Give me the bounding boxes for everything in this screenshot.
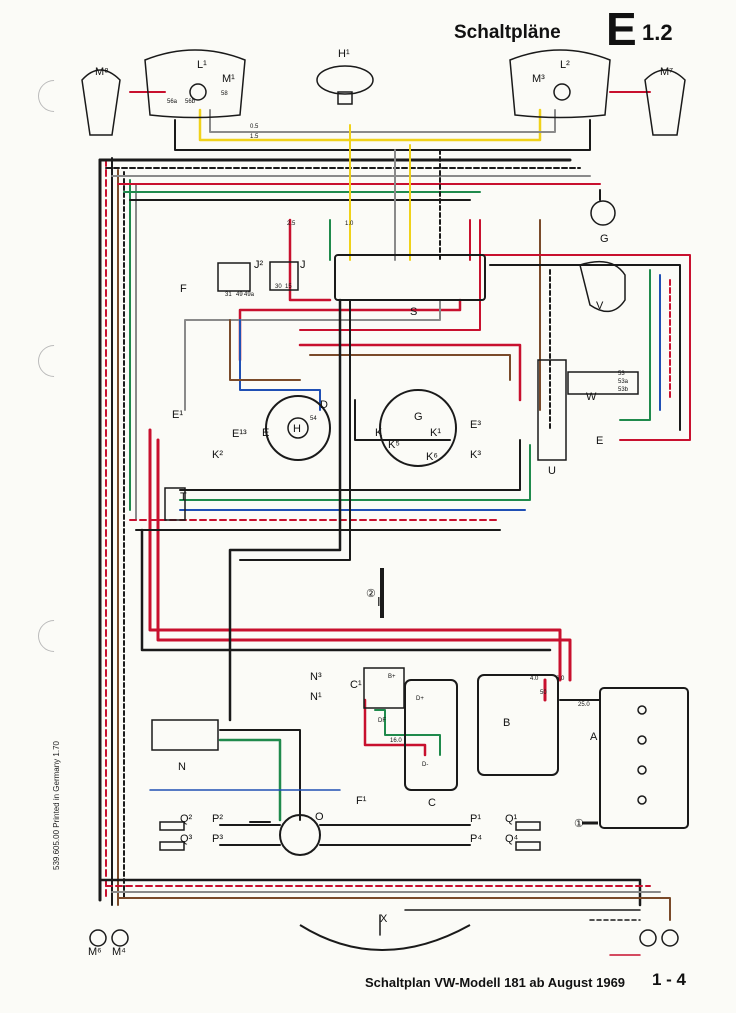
label-J2: J² [254,259,264,271]
terminal-54: 54 [310,416,317,422]
label-K1: K¹ [430,427,441,439]
label-G: G [600,233,609,245]
wire-size: 1.5 [250,134,259,140]
section-code-letter: E [606,3,637,55]
label-S: S [410,306,417,318]
label-M3: M³ [532,73,545,85]
label-K-main: K [375,427,383,439]
label-H1: H¹ [338,48,350,60]
callout-2: ② [366,588,376,600]
label-P1: P¹ [470,813,481,825]
headlight-right-housing [509,49,611,119]
page-title: Schaltpläne [454,22,561,43]
callout-1: ① [574,818,584,830]
label-M1: M¹ [222,73,235,85]
wire-size: 6.0 [556,676,565,682]
label-V: V [596,300,604,312]
label-P4: P⁴ [470,833,482,845]
wire-size: 2.5 [287,221,296,227]
terminal-30: 30 [275,284,282,290]
label-K3: K³ [470,449,481,461]
wire-size: 1.0 [345,221,354,227]
label-M8: M⁸ [95,66,109,78]
label-K2: K² [212,449,223,461]
terminal-DF: DF [378,718,386,724]
terminal-B-plus: B+ [388,674,396,680]
terminal-31: 31 [225,292,232,298]
label-L1: L¹ [197,59,207,71]
terminal-53: 53 [618,371,625,377]
terminal-D-minus: D- [422,762,428,768]
label-B: B [503,717,510,729]
terminal-53b: 53b [618,387,629,393]
terminal-58: 58 [221,91,228,97]
label-I: I [377,594,381,609]
label-A: A [590,731,598,743]
label-Q1: Q¹ [505,813,518,825]
label-N1: N¹ [310,691,322,703]
label-D: D [320,399,328,411]
label-C: C [428,797,436,809]
label-E13: E¹³ [232,428,247,440]
label-K5: K⁵ [388,439,400,451]
footer-page-number: 1 - 4 [652,970,687,989]
terminal-D-plus: D+ [416,696,424,702]
label-K6: K⁶ [426,451,438,463]
label-F: F [180,283,187,295]
headlight-left-housing [144,49,246,119]
wire-size: 16.0 [390,738,402,744]
label-E-right: E [596,435,603,447]
terminal-49a: 49a [244,292,255,298]
label-G2: G [414,411,423,423]
components [81,49,689,951]
wire-harness [98,91,691,956]
footer-title: Schaltplan VW-Modell 181 ab August 1969 [365,975,626,990]
terminal-labels: 56a 56b 58 31 49 49a 30 15 54 DF D- B+ D… [167,91,629,768]
label-Q3: Q³ [180,833,193,845]
terminal-56a: 56a [167,99,178,105]
terminal-49: 49 [236,292,243,298]
component-labels: M⁸ L¹ M¹ H¹ M³ L² M⁷ G J² J S F V E¹ E¹³… [88,48,673,958]
label-M4: M⁴ [112,946,126,958]
label-Q2: Q² [180,813,193,825]
label-T: T [180,491,187,503]
wire-size: 0.5 [250,124,259,130]
label-C1: C¹ [350,679,362,691]
label-O: O [315,811,324,823]
label-M7: M⁷ [660,66,673,78]
wire-size-labels: 0.5 1.5 2.5 1.0 4.0 6.0 25.0 16.0 [250,124,590,744]
terminal-50: 50 [540,690,547,696]
label-F1: F¹ [356,795,367,807]
label-X: X [380,913,388,925]
label-J: J [300,259,306,271]
label-P3: P³ [212,833,223,845]
terminal-56b: 56b [185,99,196,105]
label-U: U [548,465,556,477]
label-E1: E¹ [172,409,183,421]
terminal-15: 15 [285,284,292,290]
wire-size: 4.0 [530,676,539,682]
section-code-number: 1.2 [642,20,673,45]
label-E3: E³ [470,419,481,431]
label-M6: M⁶ [88,946,102,958]
label-Q4: Q⁴ [505,833,519,845]
label-E-left: E [262,427,269,439]
label-H: H [293,423,301,435]
label-P2: P² [212,813,223,825]
terminal-53a: 53a [618,379,629,385]
label-L2: L² [560,59,570,71]
label-N3: N³ [310,671,322,683]
label-W: W [586,391,597,403]
label-N: N [178,761,186,773]
wire-size: 25.0 [578,702,590,708]
